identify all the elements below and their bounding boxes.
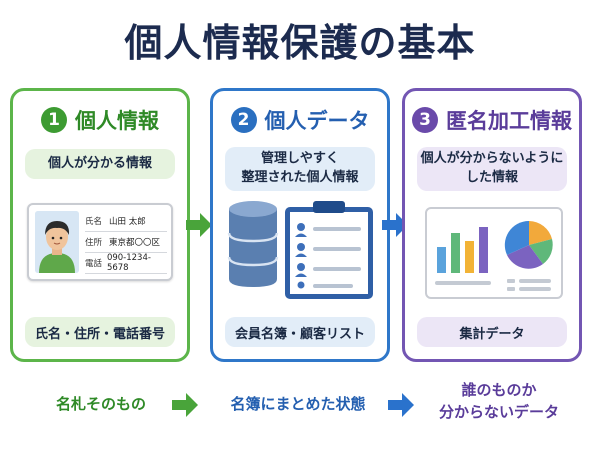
arrow-right-icon <box>186 213 212 237</box>
description-line: 管理しやすく <box>261 151 339 167</box>
caption-line: 分からないデータ <box>438 402 559 421</box>
card-field-label: 住所 <box>85 238 103 248</box>
card-field-value: 090-1234-5678 <box>106 253 151 273</box>
caption-list: 名簿にまとめた状態 <box>230 395 366 413</box>
database-icon <box>227 201 279 287</box>
panel-description: 個人が分かる情報 <box>25 149 175 179</box>
panel-heading: 個人データ <box>264 109 370 133</box>
caption-nametag: 名札そのもの <box>55 395 146 413</box>
panel-footer: 集計データ <box>417 317 567 347</box>
card-field-label: 氏名 <box>85 217 103 227</box>
description-line: 個人が分からないように <box>420 151 564 167</box>
description-line: した情報 <box>465 170 518 185</box>
clipboard-list-icon <box>285 201 373 299</box>
step-number-badge: 2 <box>230 107 257 133</box>
arrow-right-icon <box>172 393 198 417</box>
panel-personal-data: 2 個人データ 管理しやすく 整理された個人情報 会員名簿・顧客リスト <box>210 88 390 362</box>
card-field-label: 電話 <box>85 259 103 269</box>
card-row-address: 住所 東京都〇〇区 <box>85 232 167 253</box>
panel-description: 管理しやすく 整理された個人情報 <box>225 147 375 191</box>
step-number-badge: 1 <box>41 107 67 133</box>
panel-description: 個人が分からないように した情報 <box>417 147 567 191</box>
analytics-board <box>425 207 563 299</box>
caption-anonymous: 誰のものか 分からないデータ <box>424 380 574 424</box>
panel-heading: 匿名加工情報 <box>446 109 572 133</box>
bar-chart-icon <box>437 227 488 273</box>
step-number-badge: 3 <box>412 107 438 133</box>
panel-header: 3 匿名加工情報 <box>405 105 579 135</box>
caption-line: 誰のものか <box>461 381 537 399</box>
description-line: 整理された個人情報 <box>241 170 359 185</box>
card-field-value: 山田 太郎 <box>109 217 146 227</box>
panel-heading: 個人情報 <box>75 109 159 133</box>
card-field-value: 東京都〇〇区 <box>109 238 161 248</box>
id-card: 氏名 山田 太郎 住所 東京都〇〇区 電話 090-1234-5678 <box>27 203 173 281</box>
arrow-right-icon <box>382 213 408 237</box>
panel-header: 2 個人データ <box>213 105 387 135</box>
arrow-right-icon <box>388 393 414 417</box>
panel-footer: 氏名・住所・電話番号 <box>25 317 175 347</box>
card-row-name: 氏名 山田 太郎 <box>85 211 167 232</box>
card-row-phone: 電話 090-1234-5678 <box>85 253 167 274</box>
person-avatar-icon <box>35 211 79 273</box>
panel-personal-info: 1 個人情報 個人が分かる情報 氏名 山田 太郎 住所 東京都〇〇 <box>10 88 190 362</box>
pie-chart-icon <box>504 220 553 269</box>
panel-footer: 会員名簿・顧客リスト <box>225 317 375 347</box>
panel-anonymized-info: 3 匿名加工情報 個人が分からないように した情報 集計デ <box>402 88 582 362</box>
card-fields: 氏名 山田 太郎 住所 東京都〇〇区 電話 090-1234-5678 <box>85 211 167 274</box>
panel-header: 1 個人情報 <box>13 105 187 135</box>
page-title: 個人情報保護の基本 <box>124 21 476 65</box>
